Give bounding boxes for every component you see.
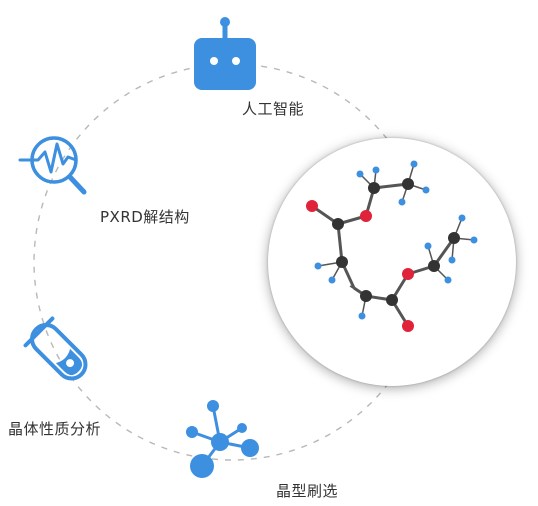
node-label-ai: 人工智能 bbox=[242, 100, 305, 118]
diffraction-magnifier-icon bbox=[18, 130, 96, 200]
test-tube-icon bbox=[22, 316, 104, 396]
network-nodes-icon bbox=[180, 392, 266, 482]
robot-icon bbox=[190, 14, 260, 94]
molecule-structure bbox=[306, 160, 478, 332]
molecule-panel bbox=[268, 138, 516, 386]
node-label-pxrd: PXRD解结构 bbox=[100, 208, 190, 226]
node-label-screening: 晶型刷选 bbox=[276, 482, 339, 500]
node-label-properties: 晶体性质分析 bbox=[8, 420, 102, 438]
